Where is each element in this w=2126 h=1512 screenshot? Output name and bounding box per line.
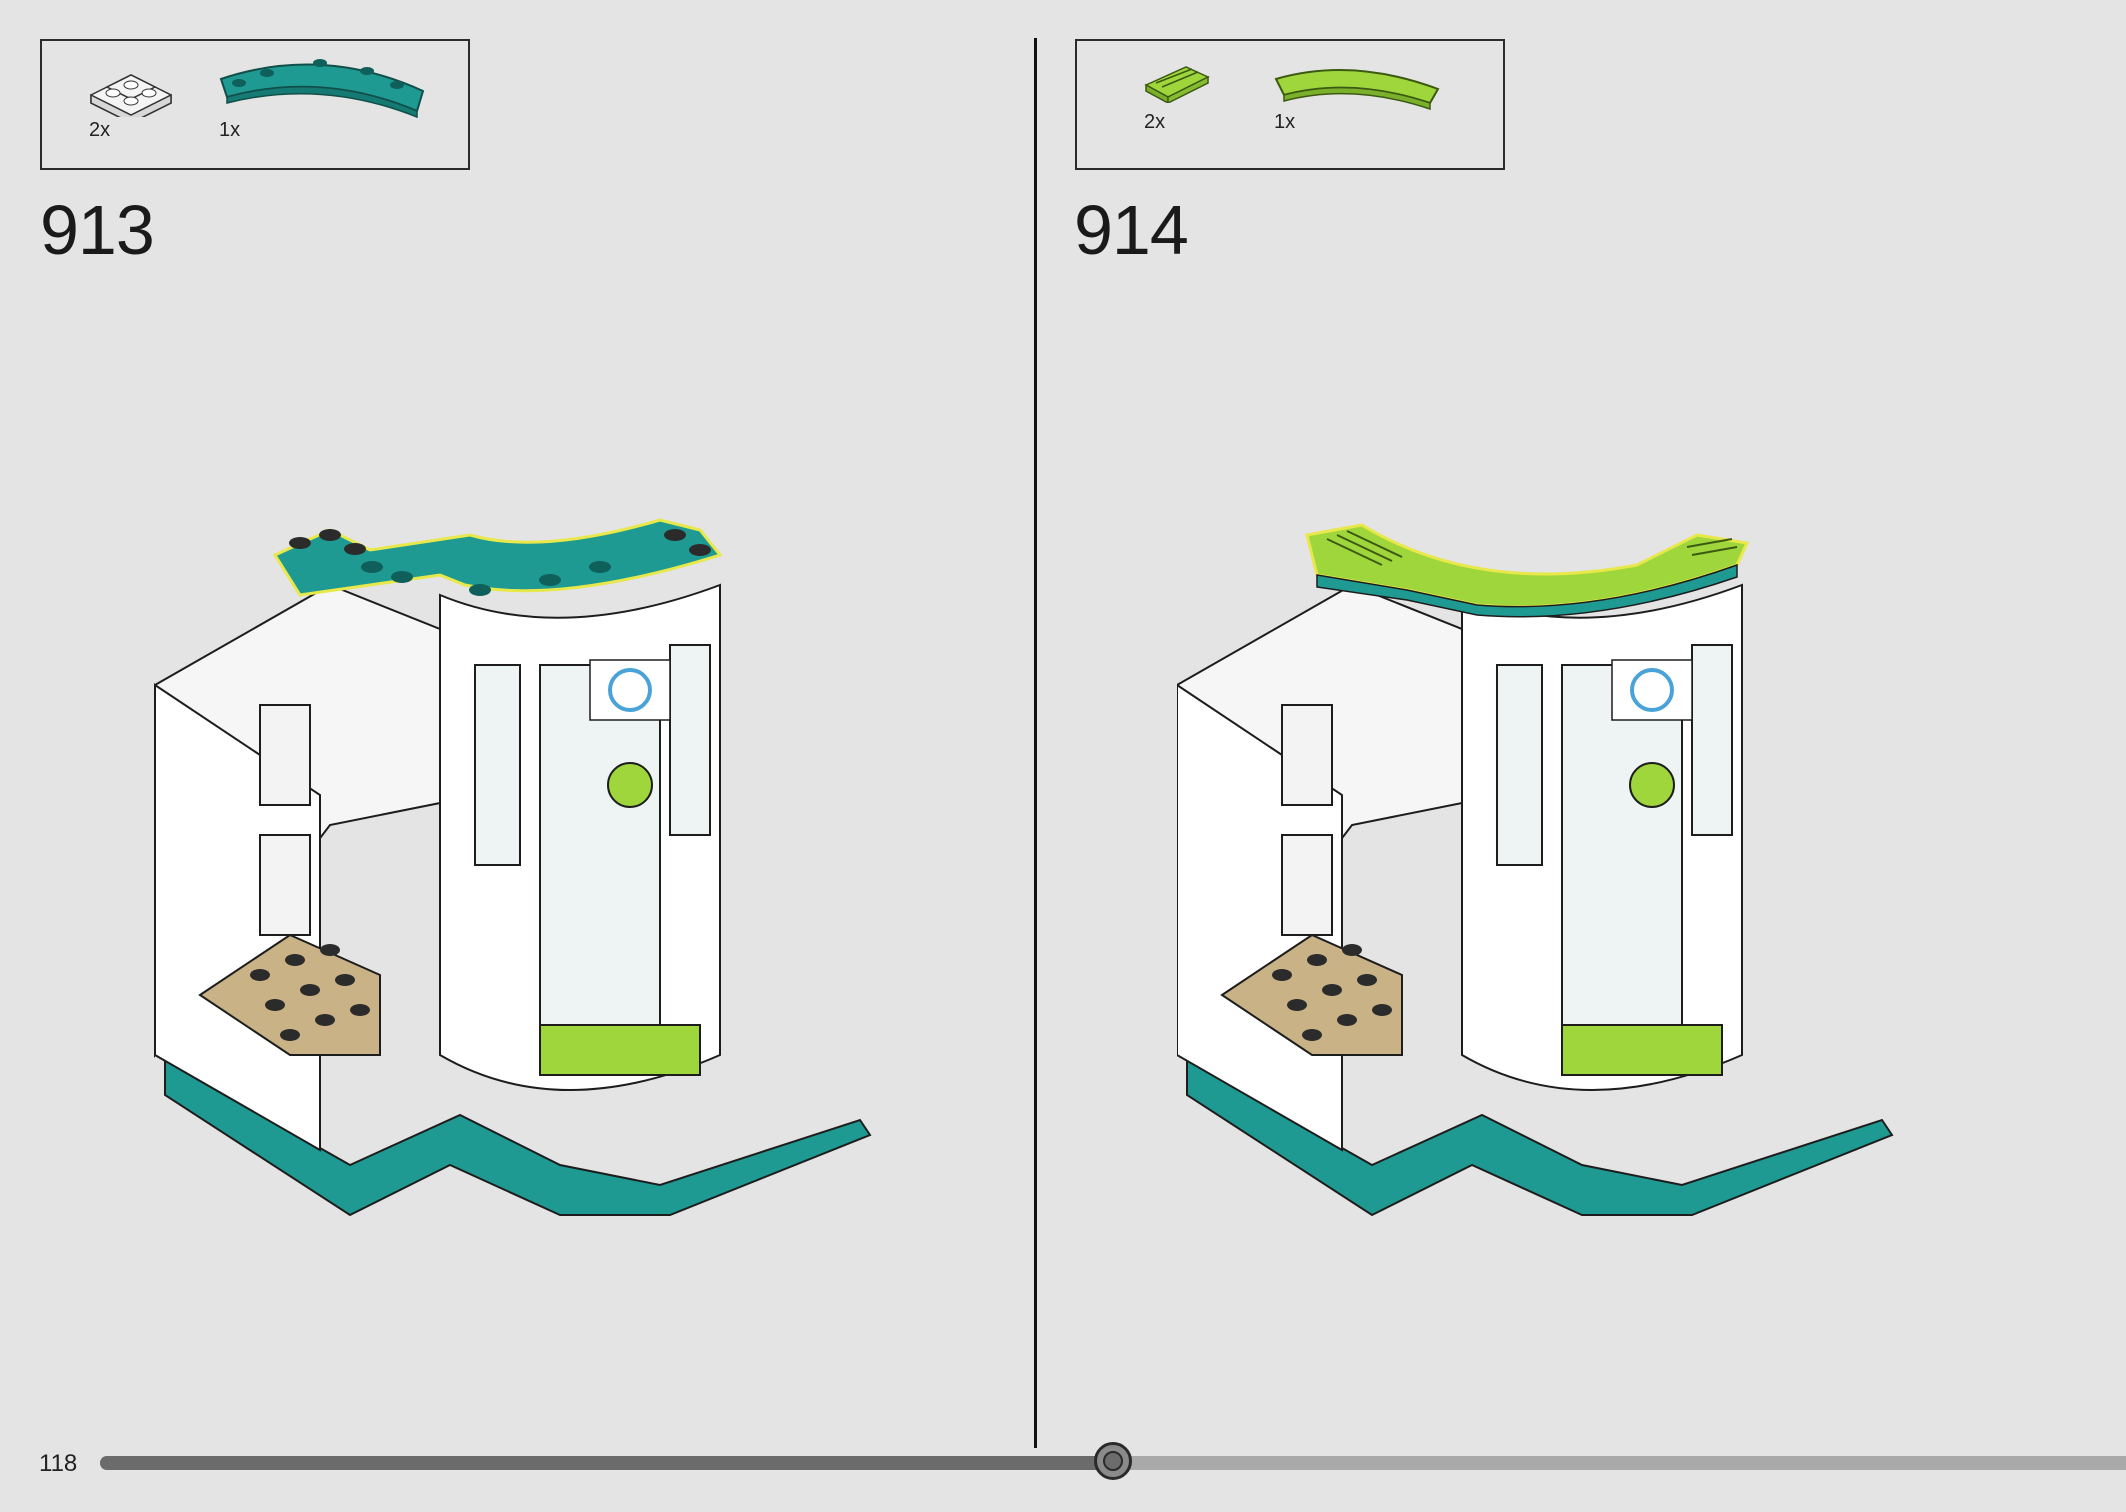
part-lime-grille-tile: 2x <box>1142 63 1212 133</box>
part-lime-curved-tile: 1x <box>1272 63 1442 133</box>
part-qty: 2x <box>1144 111 1166 133</box>
parts-callout-913: 2x 1x <box>40 39 470 170</box>
build-model-913-illustration <box>154 518 872 1217</box>
part-teal-curved-plate: 1x <box>217 51 427 141</box>
step-913-panel: 2x 1x 913 <box>0 0 1034 1450</box>
page-progress-fill <box>100 1456 1113 1470</box>
white-corner-plate-icon <box>90 74 172 117</box>
teal-curved-plate-icon <box>219 59 425 119</box>
step-914-panel: 2x 1x 914 <box>1037 0 2126 1450</box>
step-divider <box>1034 38 1037 1448</box>
part-qty: 1x <box>1274 111 1296 133</box>
lime-curved-tile-icon <box>1274 69 1440 111</box>
lime-grille-tile-icon <box>1144 66 1210 103</box>
step-number: 913 <box>40 191 155 269</box>
part-qty: 1x <box>219 119 241 141</box>
page-progress-thumb[interactable] <box>1094 1442 1132 1480</box>
step-number: 914 <box>1074 191 1189 269</box>
part-white-corner-plate: 2x <box>87 57 177 141</box>
page-number: 118 <box>39 1450 78 1477</box>
build-model-914-illustration <box>1177 523 1894 1217</box>
page-progress-slider[interactable] <box>100 1442 2126 1480</box>
part-qty: 2x <box>89 119 111 141</box>
parts-callout-914: 2x 1x <box>1075 39 1505 170</box>
